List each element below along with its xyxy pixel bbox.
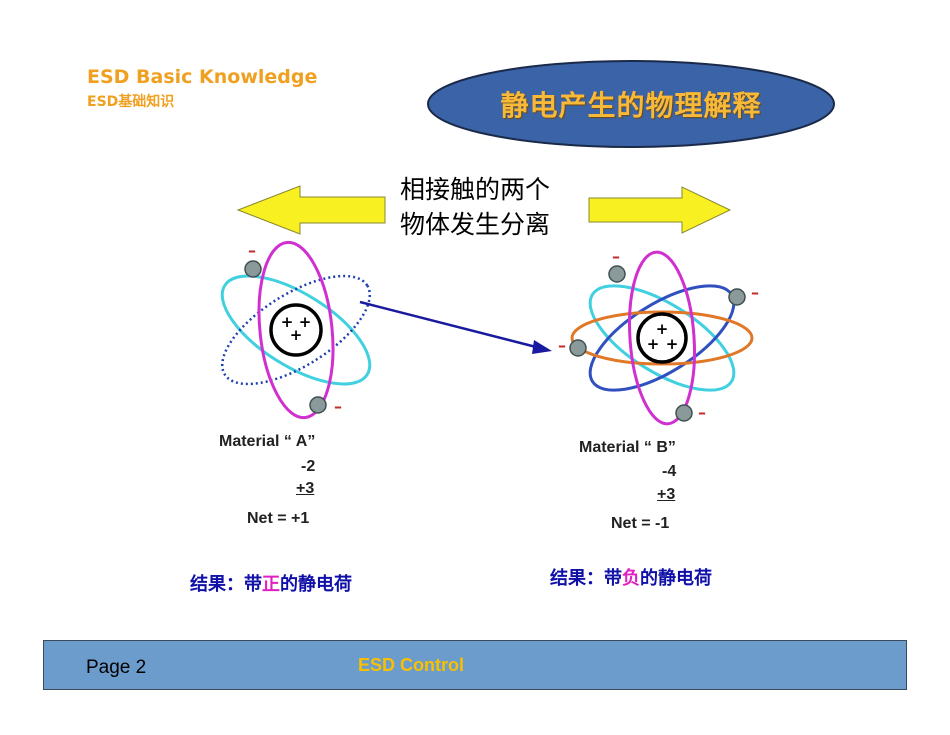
material-b-net: Net = -1 — [611, 515, 670, 532]
title-oval — [427, 60, 835, 148]
atom-a-nucleus — [269, 303, 323, 357]
result-b-prefix: 结果：带 — [550, 568, 622, 589]
atom-a-orbit-magenta — [257, 240, 335, 420]
atom-a-orbit-dotted — [221, 274, 371, 386]
atom-b-orbit-cyan — [588, 284, 736, 392]
left-arrow — [236, 185, 386, 235]
result-b: 结果：带负的静电荷 — [550, 564, 712, 590]
atom-b-nucleus — [636, 312, 688, 364]
electron-a-1-minus: – — [248, 241, 256, 260]
electron-b-4 — [675, 404, 693, 422]
separation-line-2: 物体发生分离 — [400, 210, 551, 239]
electron-b-3 — [569, 339, 587, 357]
material-b-positive: +3 — [657, 486, 676, 503]
result-a-suffix: 的静电荷 — [280, 574, 352, 595]
electron-transfer-line — [359, 300, 541, 350]
nucleus-plus: + — [666, 335, 679, 353]
nucleus-plus: + — [647, 335, 660, 353]
electron-b-4-minus: – — [698, 403, 706, 422]
atom-a: + + + — [220, 240, 372, 420]
right-arrow — [588, 186, 732, 234]
electron-b-2-minus: – — [751, 283, 759, 302]
electron-transfer-arrowhead — [532, 340, 552, 354]
nucleus-plus: + — [281, 313, 294, 331]
material-b-label: Material “ B” — [579, 439, 676, 456]
material-a-positive: +3 — [296, 480, 315, 497]
result-a-prefix: 结果：带 — [190, 574, 262, 595]
atom-a-orbit-cyan — [220, 274, 372, 386]
electron-b-1-minus: – — [612, 247, 620, 266]
result-b-suffix: 的静电荷 — [640, 568, 712, 589]
result-a: 结果：带正的静电荷 — [190, 570, 352, 596]
material-b-negative: -4 — [662, 463, 677, 480]
footer-bar — [43, 640, 907, 690]
electron-a-2 — [309, 396, 327, 414]
separation-line-1: 相接触的两个 — [400, 175, 551, 204]
atom-b-orbit-orange — [570, 310, 754, 366]
material-a-net: Net = +1 — [247, 510, 310, 527]
material-a-label: Material “ A” — [219, 433, 316, 450]
nucleus-plus: + — [290, 326, 303, 344]
electron-b-2 — [728, 288, 746, 306]
footer-brand: ESD Control — [358, 655, 464, 675]
electron-b-1 — [608, 265, 626, 283]
nucleus-plus: + — [656, 320, 669, 338]
atom-b: + + + — [570, 250, 754, 426]
slide-title: 静电产生的物理解释 — [500, 89, 762, 122]
header-title-cn: ESD基础知识 — [87, 94, 175, 110]
electron-a-2-minus: – — [334, 397, 342, 416]
electron-b-3-minus: – — [558, 336, 566, 355]
nucleus-plus: + — [299, 313, 312, 331]
header-title-en: ESD Basic Knowledge — [87, 66, 318, 88]
page-number: Page 2 — [86, 657, 147, 678]
material-a-negative: -2 — [301, 458, 316, 475]
separation-caption: 相接触的两个 物体发生分离 — [400, 172, 590, 242]
result-a-charge: 正 — [262, 574, 280, 595]
result-b-charge: 负 — [622, 568, 640, 589]
electron-a-1 — [244, 260, 262, 278]
